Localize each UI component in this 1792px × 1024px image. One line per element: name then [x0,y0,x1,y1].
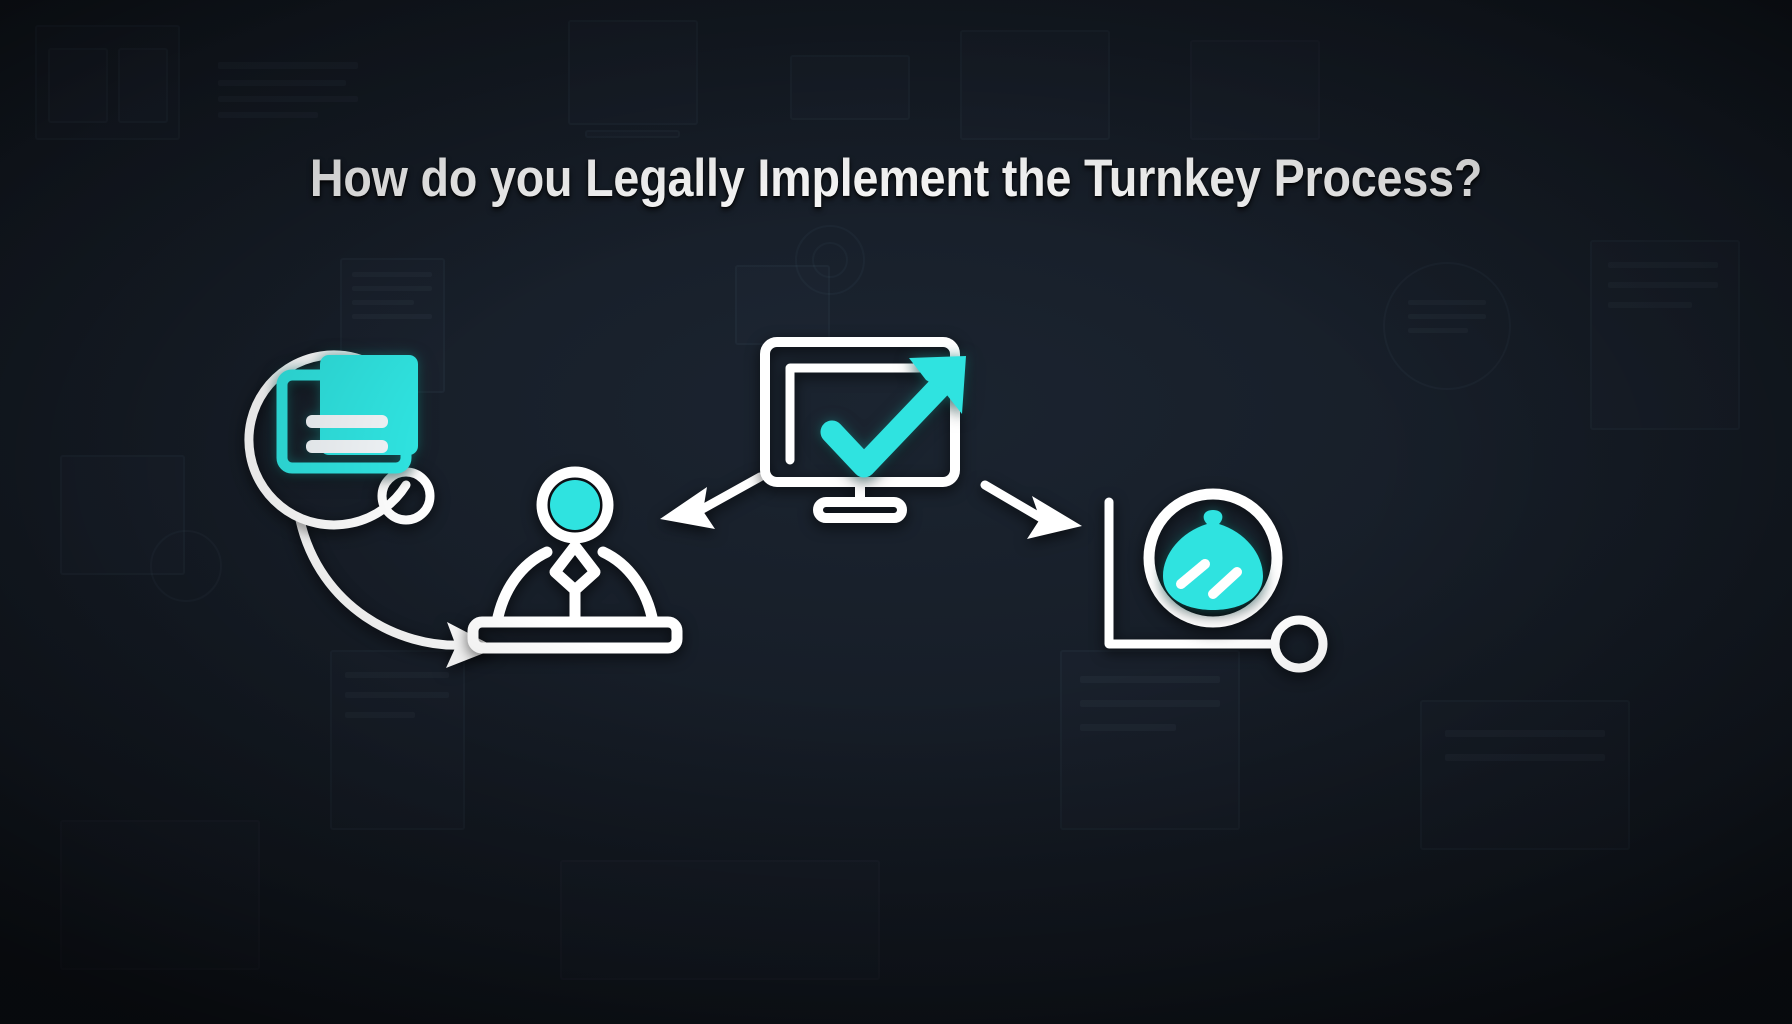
document-icon [276,355,418,474]
node-advisor[interactable] [455,460,705,680]
money-bag-in-circle-icon [1143,488,1283,628]
page-title: How do you Legally Implement the Turnkey… [309,149,1483,208]
node-profit[interactable] [1085,480,1355,680]
node-documents[interactable] [210,300,460,550]
person-head-fill [550,480,600,530]
person-at-podium-icon [467,466,683,654]
node-process[interactable] [740,320,1000,540]
